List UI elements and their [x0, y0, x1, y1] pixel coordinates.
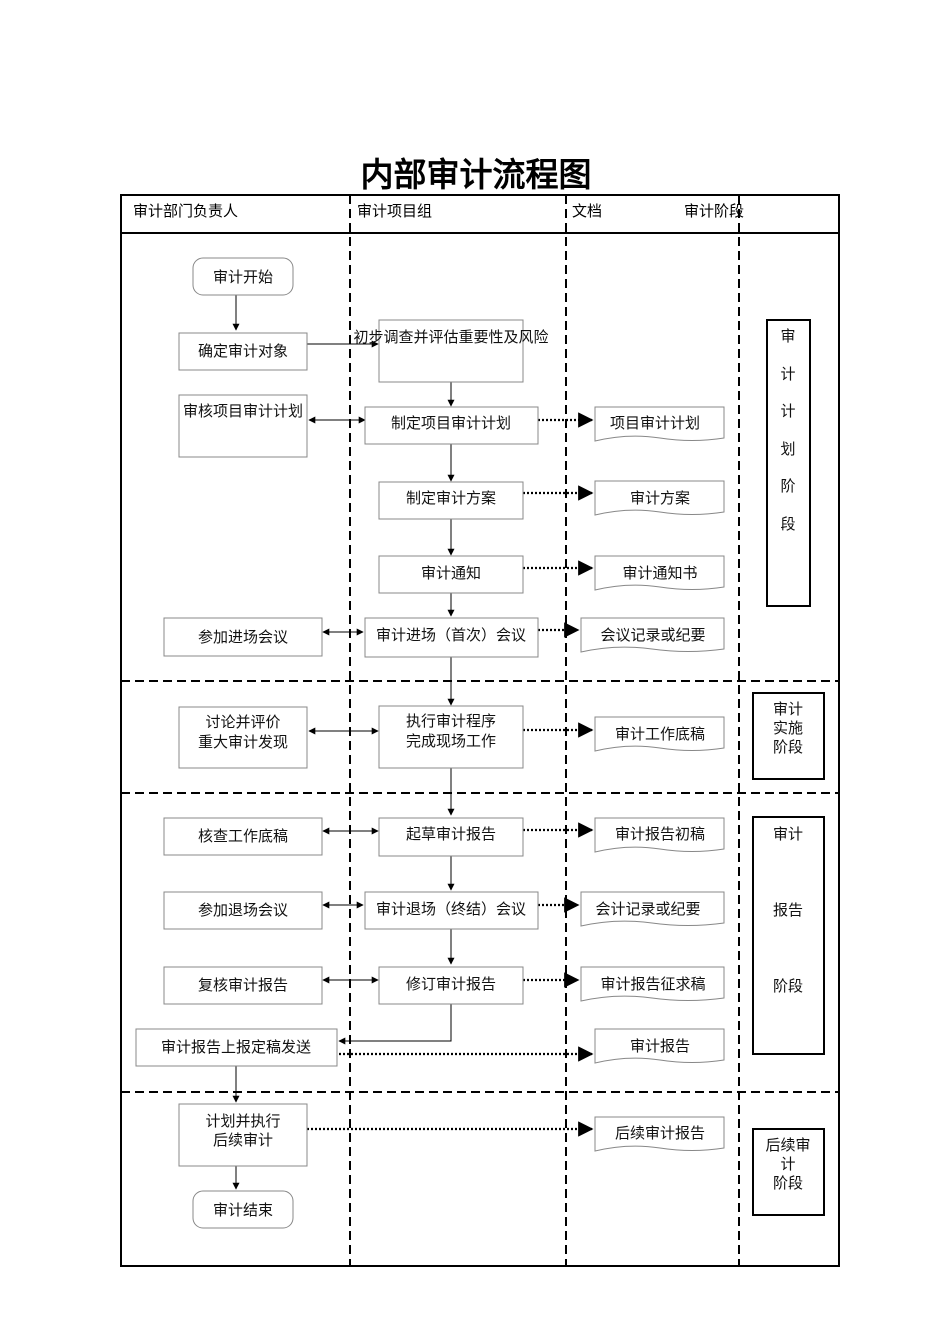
node-make-plan-label: 制定项目审计计划: [391, 414, 511, 432]
node-review-report-label: 复核审计报告: [198, 976, 288, 994]
stage-report-line-2: 报告: [773, 901, 803, 919]
diagram-frame: [120, 194, 840, 1267]
stage-implementation-box: [752, 692, 825, 780]
doc-draft-report-label: 审计报告初稿: [615, 825, 705, 843]
node-make-program: [378, 481, 524, 520]
stage-plan-char-6: 段: [780, 515, 795, 533]
page-title: 内部审计流程图: [361, 155, 592, 194]
node-review-plan: [178, 394, 308, 458]
node-check-papers-label: 核查工作底稿: [198, 827, 288, 845]
stage-report-box: [752, 816, 825, 1055]
node-discuss-findings: [178, 706, 308, 769]
node-preliminary-survey-label: 初步调查并评估重要性及风险: [353, 328, 548, 346]
node-exit-meeting-label: 参加退场会议: [198, 901, 288, 919]
stage-plan-char-5: 阶: [780, 477, 795, 495]
node-entry-meeting: [163, 617, 323, 657]
lane-header-docs: 文档: [572, 202, 602, 220]
doc-meeting-minutes: [580, 617, 725, 653]
doc-audit-program: [594, 480, 725, 516]
doc-accounting-minutes-label: 会计记录或纪要: [595, 900, 700, 918]
stage-implementation-line-2: 实施: [773, 719, 803, 737]
doc-audit-notice-label: 审计通知书: [622, 564, 697, 582]
doc-audit-notice: [594, 555, 725, 591]
node-review-plan-label: 审核项目审计计划: [183, 402, 303, 420]
lane-header-stage: 审计阶段: [684, 202, 744, 220]
stage-report-line-1: 审计: [773, 825, 803, 843]
node-determine-target: [178, 332, 308, 371]
doc-project-plan: [594, 406, 725, 442]
node-make-program-label: 制定审计方案: [406, 489, 496, 507]
doc-accounting-minutes: [580, 891, 725, 927]
stage-follow-up-line-1: 后续审: [765, 1136, 810, 1154]
doc-consultation-draft: [580, 966, 725, 1002]
doc-working-papers-label: 审计工作底稿: [615, 725, 705, 743]
node-follow-up: [178, 1103, 308, 1167]
connectors: [232, 295, 455, 1190]
end-label: 审计结束: [213, 1201, 273, 1219]
node-review-report: [163, 966, 323, 1005]
node-submit-report: [135, 1028, 338, 1067]
node-check-papers: [163, 817, 323, 856]
node-entry-meeting-label: 参加进场会议: [198, 628, 288, 646]
doc-meeting-minutes-label: 会议记录或纪要: [600, 626, 705, 644]
node-execute-procedures-label-1: 执行审计程序: [406, 712, 496, 730]
document-links: [307, 412, 594, 1137]
node-entry-session: [364, 617, 539, 658]
start-label: 审计开始: [213, 268, 273, 286]
doc-draft-report: [594, 817, 725, 853]
node-determine-target-label: 确定审计对象: [198, 342, 288, 360]
phase-separators: [121, 680, 839, 1093]
node-exit-session-label: 审计退场（终结）会议: [376, 900, 526, 918]
stage-plan-char-3: 计: [780, 402, 795, 420]
node-exit-meeting: [163, 891, 323, 930]
node-revise-report-label: 修订审计报告: [406, 975, 496, 993]
stage-plan-char-2: 计: [780, 365, 795, 383]
node-audit-notice: [378, 555, 524, 594]
lane-header-team: 审计项目组: [357, 202, 432, 220]
doc-working-papers: [594, 716, 725, 752]
doc-audit-report-label: 审计报告: [630, 1037, 690, 1055]
doc-audit-program-label: 审计方案: [630, 489, 690, 507]
node-preliminary-survey: [378, 319, 524, 383]
stage-report-line-3: 阶段: [773, 977, 803, 995]
doc-audit-report: [594, 1028, 725, 1064]
stage-implementation-line-3: 阶段: [773, 738, 803, 756]
node-follow-up-label-1: 计划并执行: [205, 1112, 280, 1130]
node-follow-up-label-2: 后续审计: [213, 1131, 273, 1149]
node-submit-report-label: 审计报告上报定稿发送: [161, 1038, 311, 1056]
stage-follow-up-line-3: 阶段: [773, 1174, 803, 1192]
node-audit-notice-label: 审计通知: [421, 564, 481, 582]
stage-plan-box: [766, 319, 811, 607]
node-draft-report: [378, 817, 524, 857]
stage-follow-up-box: [752, 1128, 825, 1216]
node-draft-report-label: 起草审计报告: [406, 825, 496, 843]
end-terminal: [192, 1190, 294, 1229]
node-discuss-findings-label-1: 讨论并评价: [205, 713, 280, 731]
node-execute-procedures: [378, 705, 524, 769]
node-discuss-findings-label-2: 重大审计发现: [198, 733, 288, 751]
node-execute-procedures-label-2: 完成现场工作: [406, 732, 496, 750]
doc-follow-up-report: [594, 1116, 725, 1152]
start-terminal: [192, 257, 294, 296]
doc-consultation-draft-label: 审计报告征求稿: [600, 975, 705, 993]
node-make-plan: [364, 406, 539, 445]
node-revise-report: [378, 966, 524, 1005]
lane-header-dept: 审计部门负责人: [133, 202, 238, 220]
stage-plan-char-4: 划: [780, 440, 795, 458]
stage-implementation-line-1: 审计: [773, 700, 803, 718]
stage-follow-up-line-2: 计: [780, 1155, 795, 1173]
node-exit-session: [364, 891, 539, 930]
doc-project-plan-label: 项目审计计划: [610, 414, 700, 432]
node-entry-session-label: 审计进场（首次）会议: [376, 626, 526, 644]
doc-follow-up-report-label: 后续审计报告: [615, 1124, 705, 1142]
stage-plan-char-1: 审: [780, 327, 795, 345]
